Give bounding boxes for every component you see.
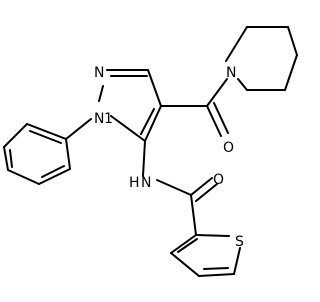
bond-nh-co bbox=[156, 179, 192, 196]
bond-th-inner-1 bbox=[203, 267, 229, 270]
bond-phenyl-5 bbox=[38, 168, 71, 185]
bond-th-5 bbox=[170, 234, 197, 254]
bond-phenyl-1 bbox=[26, 123, 67, 140]
bond-carbonyl-n bbox=[206, 78, 228, 107]
bond-phenyl-inner-1 bbox=[29, 130, 62, 144]
bond-pip-1 bbox=[225, 26, 248, 62]
bond-pip-4 bbox=[284, 54, 298, 91]
piperidine-ring bbox=[225, 26, 298, 91]
bond-phenyl-3 bbox=[3, 146, 9, 171]
bond-co-2 bbox=[213, 102, 229, 134]
bond-co-thiophene bbox=[190, 194, 197, 236]
amide-linkage bbox=[142, 140, 218, 236]
bond-phenyl-2 bbox=[3, 123, 28, 148]
bond-phenyl-inner-3 bbox=[41, 165, 65, 178]
bond-c5-nh bbox=[142, 140, 146, 177]
bond-c3-c4 bbox=[147, 69, 162, 107]
structure-diagram: N N 1 N O N H O S bbox=[3, 26, 298, 277]
bond-c4-c5 bbox=[144, 105, 162, 142]
bond-th-4 bbox=[170, 252, 200, 277]
atom-n2-label: N bbox=[94, 65, 104, 81]
bond-n1-phenyl bbox=[65, 118, 92, 140]
atom-nh-n-label: N bbox=[141, 175, 151, 191]
atom-nh-h-label: H bbox=[129, 175, 140, 191]
bond-phenyl-inner-2 bbox=[9, 149, 13, 168]
pyrazole-ring bbox=[98, 69, 162, 142]
bond-th-inner-2 bbox=[177, 238, 198, 253]
bond-phenyl-6 bbox=[65, 138, 71, 170]
atom-n1-locant: 1 bbox=[104, 111, 113, 127]
atom-labels: N N 1 N O N H O S bbox=[94, 65, 244, 250]
bond-pip-6 bbox=[237, 78, 248, 91]
atom-o-amide-label: O bbox=[213, 172, 224, 188]
thiophene-ring bbox=[170, 234, 241, 277]
bond-n1-n2 bbox=[98, 85, 104, 102]
bond-co-1 bbox=[206, 105, 222, 137]
bond-phenyl-4 bbox=[7, 169, 40, 185]
bond-th-2 bbox=[233, 247, 241, 275]
bond-th-3 bbox=[198, 273, 235, 277]
piperidine-carbonyl bbox=[160, 78, 229, 137]
atom-s-thiophene-label: S bbox=[235, 234, 244, 250]
bond-c4-c5-inner bbox=[140, 108, 155, 135]
bond-th-1 bbox=[195, 234, 230, 237]
bond-amide-co-1 bbox=[190, 177, 213, 196]
bond-amide-co-2 bbox=[195, 183, 218, 202]
atom-n1-label: N bbox=[94, 111, 104, 127]
atom-o-ketone-label: O bbox=[223, 140, 234, 156]
molecule-canvas: N N 1 N O N H O S bbox=[3, 26, 298, 277]
atom-n-piperidine-label: N bbox=[226, 65, 236, 81]
phenyl-ring bbox=[3, 118, 92, 185]
bond-pip-3 bbox=[287, 26, 298, 56]
bond-c5-n1 bbox=[110, 115, 146, 142]
